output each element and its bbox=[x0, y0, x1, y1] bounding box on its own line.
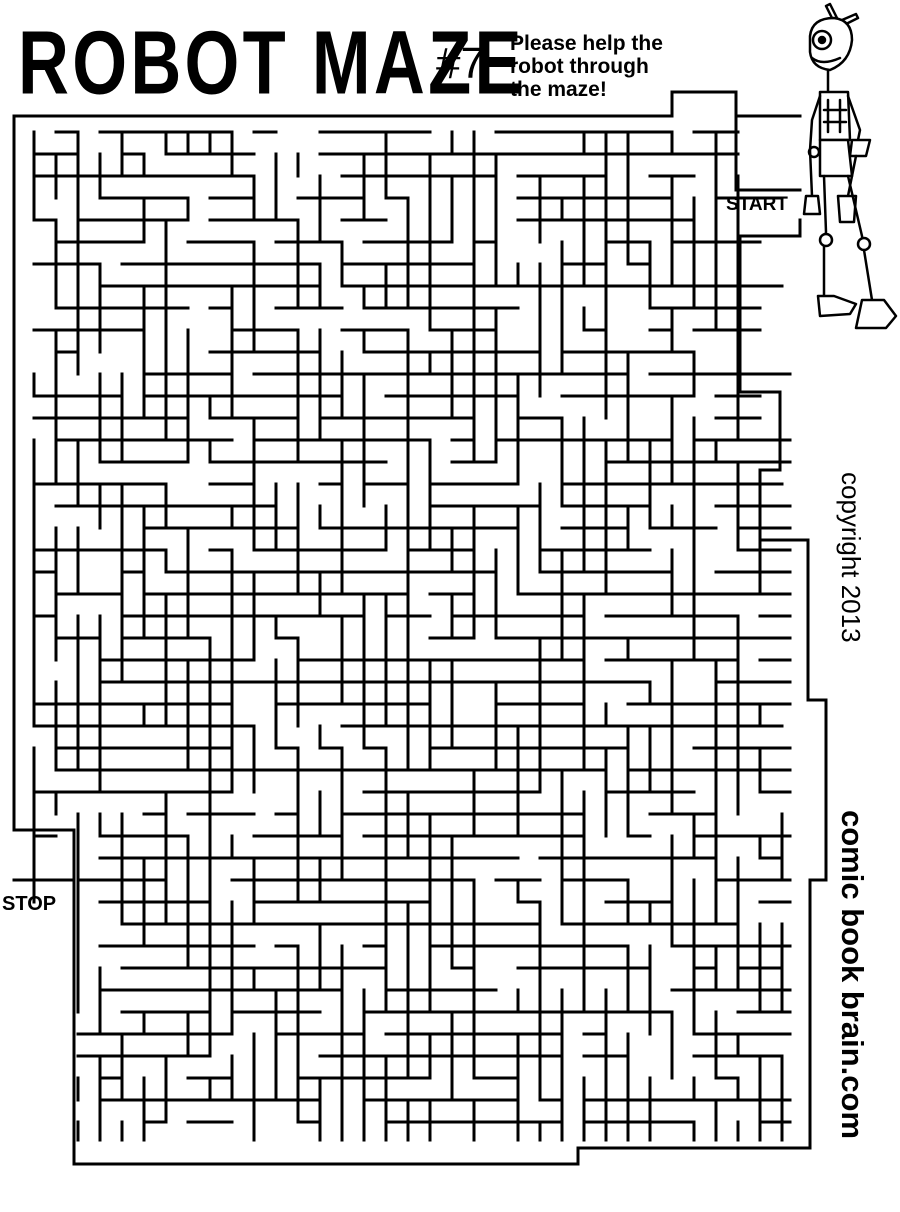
instructions-line-2: robot through bbox=[510, 55, 649, 78]
start-label: START bbox=[726, 194, 788, 215]
brand-text: comic book brain.com bbox=[835, 810, 870, 1140]
stop-label: STOP bbox=[2, 893, 57, 915]
instructions-line-3: the maze! bbox=[510, 78, 607, 101]
page-title: ROBOT MAZE bbox=[18, 12, 525, 114]
instructions: Please help the robot through the maze! bbox=[510, 32, 690, 101]
robot-illustration bbox=[802, 2, 898, 330]
copyright-text: copyright 2013 bbox=[836, 472, 866, 643]
instructions-line-1: Please help the bbox=[510, 32, 663, 55]
maze-number: #7 bbox=[436, 39, 485, 88]
